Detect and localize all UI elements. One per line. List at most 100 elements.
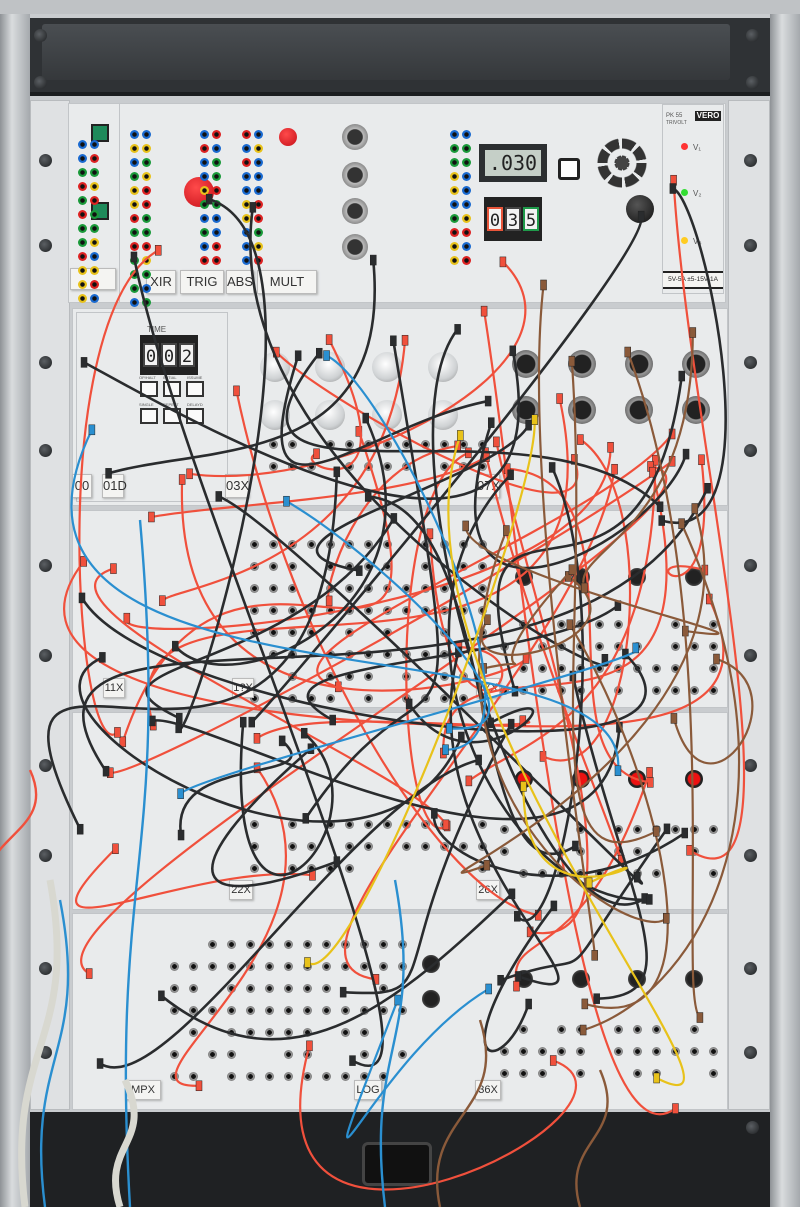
banana-jack[interactable] [142,270,151,279]
patch-jack[interactable] [459,672,468,681]
patch-jack[interactable] [345,628,354,637]
patch-jack[interactable] [402,650,411,659]
patch-jack[interactable] [322,1072,331,1081]
patch-jack[interactable] [690,847,699,856]
patch-jack[interactable] [709,1047,718,1056]
patch-jack[interactable] [307,694,316,703]
banana-jack[interactable] [462,130,471,139]
patch-jack[interactable] [538,642,547,651]
patch-jack[interactable] [227,1006,236,1015]
banana-jack[interactable] [130,130,139,139]
patch-jack[interactable] [538,869,547,878]
patch-jack[interactable] [459,606,468,615]
patch-jack[interactable] [402,842,411,851]
black-knob[interactable] [568,350,596,378]
silver-knob[interactable] [428,352,458,382]
patch-jack[interactable] [288,540,297,549]
black-knob[interactable] [685,970,703,988]
patch-jack[interactable] [383,606,392,615]
patch-jack[interactable] [402,606,411,615]
red-knob[interactable] [184,177,214,207]
patch-jack[interactable] [227,962,236,971]
patch-jack[interactable] [208,940,217,949]
banana-jack[interactable] [90,182,99,191]
banana-jack[interactable] [78,294,87,303]
patch-jack[interactable] [322,962,331,971]
patch-jack[interactable] [652,664,661,673]
black-knob[interactable] [422,990,440,1008]
patch-jack[interactable] [341,962,350,971]
patch-jack[interactable] [322,984,331,993]
patch-jack[interactable] [614,847,623,856]
patch-jack[interactable] [265,1006,274,1015]
patch-jack[interactable] [364,462,373,471]
patch-jack[interactable] [288,650,297,659]
patch-jack[interactable] [500,847,509,856]
patch-jack[interactable] [288,584,297,593]
banana-jack[interactable] [450,256,459,265]
patch-jack[interactable] [538,1047,547,1056]
patch-jack[interactable] [307,606,316,615]
banana-jack[interactable] [462,228,471,237]
patch-jack[interactable] [383,562,392,571]
banana-jack[interactable] [242,242,251,251]
patch-jack[interactable] [345,606,354,615]
banana-jack[interactable] [200,228,209,237]
patch-jack[interactable] [576,686,585,695]
banana-jack[interactable] [212,186,221,195]
patch-jack[interactable] [246,1028,255,1037]
patch-jack[interactable] [421,820,430,829]
time-digit[interactable]: 0 [143,343,159,367]
patch-jack[interactable] [284,1072,293,1081]
banana-jack[interactable] [254,242,263,251]
patch-jack[interactable] [288,842,297,851]
patch-jack[interactable] [360,1028,369,1037]
patch-jack[interactable] [250,864,259,873]
knob[interactable] [342,234,368,260]
patch-jack[interactable] [478,864,487,873]
patch-jack[interactable] [576,847,585,856]
knob[interactable] [342,124,368,150]
patch-jack[interactable] [671,686,680,695]
patch-jack[interactable] [421,694,430,703]
patch-jack[interactable] [326,440,335,449]
banana-jack[interactable] [450,186,459,195]
patch-jack[interactable] [383,440,392,449]
banana-jack[interactable] [142,214,151,223]
patch-jack[interactable] [227,1050,236,1059]
silver-knob[interactable] [372,352,402,382]
banana-jack[interactable] [212,242,221,251]
patch-jack[interactable] [326,606,335,615]
patch-jack[interactable] [576,642,585,651]
patch-jack[interactable] [322,1006,331,1015]
banana-jack[interactable] [142,242,151,251]
banana-jack[interactable] [450,158,459,167]
patch-jack[interactable] [345,650,354,659]
patch-jack[interactable] [538,1069,547,1078]
patch-jack[interactable] [440,606,449,615]
patch-jack[interactable] [478,820,487,829]
patch-jack[interactable] [398,1006,407,1015]
patch-jack[interactable] [652,869,661,878]
patch-jack[interactable] [265,940,274,949]
patch-jack[interactable] [709,825,718,834]
green-button[interactable] [91,124,109,142]
patch-jack[interactable] [440,842,449,851]
banana-jack[interactable] [462,186,471,195]
patch-jack[interactable] [288,864,297,873]
patch-jack[interactable] [614,1025,623,1034]
banana-jack[interactable] [254,158,263,167]
banana-jack[interactable] [462,158,471,167]
patch-jack[interactable] [250,842,259,851]
patch-jack[interactable] [538,664,547,673]
banana-jack[interactable] [242,144,251,153]
patch-jack[interactable] [170,1050,179,1059]
patch-jack[interactable] [345,820,354,829]
patch-jack[interactable] [421,440,430,449]
banana-jack[interactable] [242,200,251,209]
banana-jack[interactable] [242,172,251,181]
patch-jack[interactable] [709,869,718,878]
banana-jack[interactable] [212,200,221,209]
patch-jack[interactable] [595,869,604,878]
patch-jack[interactable] [170,1006,179,1015]
